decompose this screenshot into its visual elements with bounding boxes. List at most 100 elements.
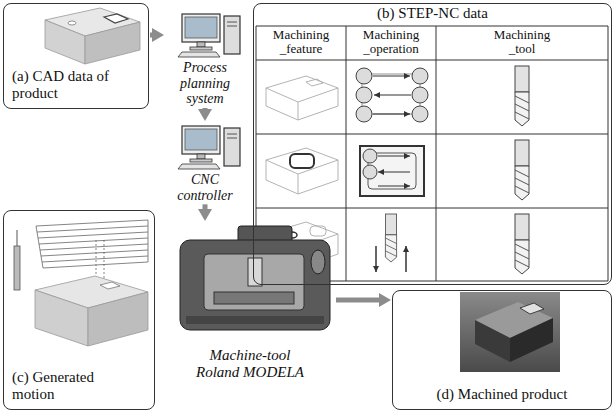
machine-tool	[311, 250, 325, 274]
feature-pocket	[266, 148, 338, 174]
machine-tool	[180, 240, 330, 330]
tool-path-lines	[38, 232, 148, 238]
flow-arrow	[203, 106, 208, 112]
computer-icon	[178, 14, 240, 57]
machine-tool	[214, 292, 294, 304]
computer-icon	[178, 126, 240, 169]
product-photo	[460, 292, 560, 372]
product-photo	[475, 320, 510, 362]
product-photo	[460, 292, 560, 372]
workpiece-model	[35, 290, 88, 346]
node-text: (d) Machined product	[437, 386, 568, 403]
table-grid	[256, 26, 608, 27]
table-grid	[436, 26, 437, 281]
drilling-path	[375, 246, 377, 272]
workpiece-model	[35, 276, 148, 346]
end-mill	[515, 66, 529, 126]
face-milling-path	[412, 68, 428, 84]
cad-model	[85, 22, 140, 64]
tool-path-lines	[96, 240, 97, 280]
feature-pocket	[266, 148, 338, 194]
tool-model	[14, 230, 20, 290]
feature-pocket	[266, 160, 338, 194]
flow-arrow	[203, 204, 208, 209]
tool-model	[14, 246, 20, 290]
machine-tool	[186, 316, 324, 324]
table-grid	[346, 26, 347, 281]
end-mill	[515, 214, 529, 274]
drilling-path	[385, 214, 396, 262]
tool-path-lines	[104, 240, 105, 280]
tool-path-lines	[40, 244, 148, 250]
face-milling-path	[412, 87, 428, 103]
tool-path-lines	[39, 238, 148, 244]
face-milling-path	[356, 87, 372, 103]
feature-pocket	[298, 174, 299, 194]
pocket-milling-path	[360, 146, 424, 196]
table-header: Machining _operation	[349, 28, 433, 57]
drilling-path	[405, 246, 407, 272]
cad-model	[45, 20, 85, 64]
feature-face	[266, 88, 338, 120]
pocket-milling-path	[378, 186, 410, 187]
feature-face	[266, 76, 338, 120]
face-milling-path	[412, 106, 428, 122]
feature-hole	[310, 226, 326, 236]
cad-model	[104, 14, 128, 23]
pocket-milling-path	[363, 149, 377, 163]
node-text: (b) STEP-NC data	[377, 5, 488, 22]
face-milling-path	[373, 76, 410, 77]
tool-path-lines	[37, 226, 148, 232]
computer-icon	[178, 126, 240, 169]
table-grid	[256, 60, 608, 61]
tool-path-lines	[148, 220, 149, 262]
machine-label: Machine-tool Roland MODELA	[165, 222, 335, 381]
end-mill	[515, 140, 529, 200]
tool-path-lines	[42, 256, 148, 262]
labelled-panel: (c) Generated motion	[3, 210, 155, 410]
computer-icon	[178, 14, 240, 57]
machine-tool	[248, 258, 262, 286]
system-label: CNC controller	[165, 122, 245, 203]
workpiece-model	[88, 292, 148, 346]
flow-arrow	[336, 298, 379, 303]
flow-arrow	[150, 33, 152, 38]
table-header: Machining _feature	[259, 28, 343, 57]
end-mill	[515, 214, 529, 274]
node-text: Process planning system	[165, 60, 245, 107]
face-milling-path	[356, 68, 428, 122]
drilling-path	[376, 214, 406, 272]
face-milling-path	[356, 68, 372, 84]
face-milling-path	[373, 114, 410, 115]
tool-path-lines	[43, 262, 148, 268]
machine-tool	[180, 226, 330, 330]
tool-path-lines	[36, 226, 43, 268]
table-grid	[608, 26, 609, 281]
product-photo	[510, 318, 553, 362]
node-text: (c) Generated motion	[12, 369, 112, 403]
workpiece-model	[100, 282, 120, 289]
pocket-milling-path	[360, 146, 424, 196]
pocket-milling-path	[378, 156, 410, 157]
feature-face	[298, 102, 299, 120]
pocket-milling-path	[363, 165, 377, 179]
labelled-panel: (d) Machined product	[392, 290, 612, 410]
feature-face	[306, 79, 323, 86]
table-grid	[256, 134, 608, 135]
system-label: Process planning system	[165, 10, 245, 107]
labelled-panel: (a) CAD data of product	[3, 3, 149, 109]
cad-model	[68, 21, 76, 25]
face-milling-path	[374, 95, 411, 96]
end-mill	[515, 66, 529, 126]
node-text: Machine-tool Roland MODELA	[190, 347, 310, 381]
machine-tool	[204, 254, 304, 310]
end-mill	[515, 140, 529, 200]
tool-model	[17, 230, 18, 246]
pocket-milling-path	[378, 172, 410, 173]
cad-model	[45, 8, 140, 64]
table-header: Machining _tool	[480, 28, 564, 57]
node-text: (a) CAD data of product	[12, 68, 112, 102]
feature-face	[266, 76, 338, 102]
